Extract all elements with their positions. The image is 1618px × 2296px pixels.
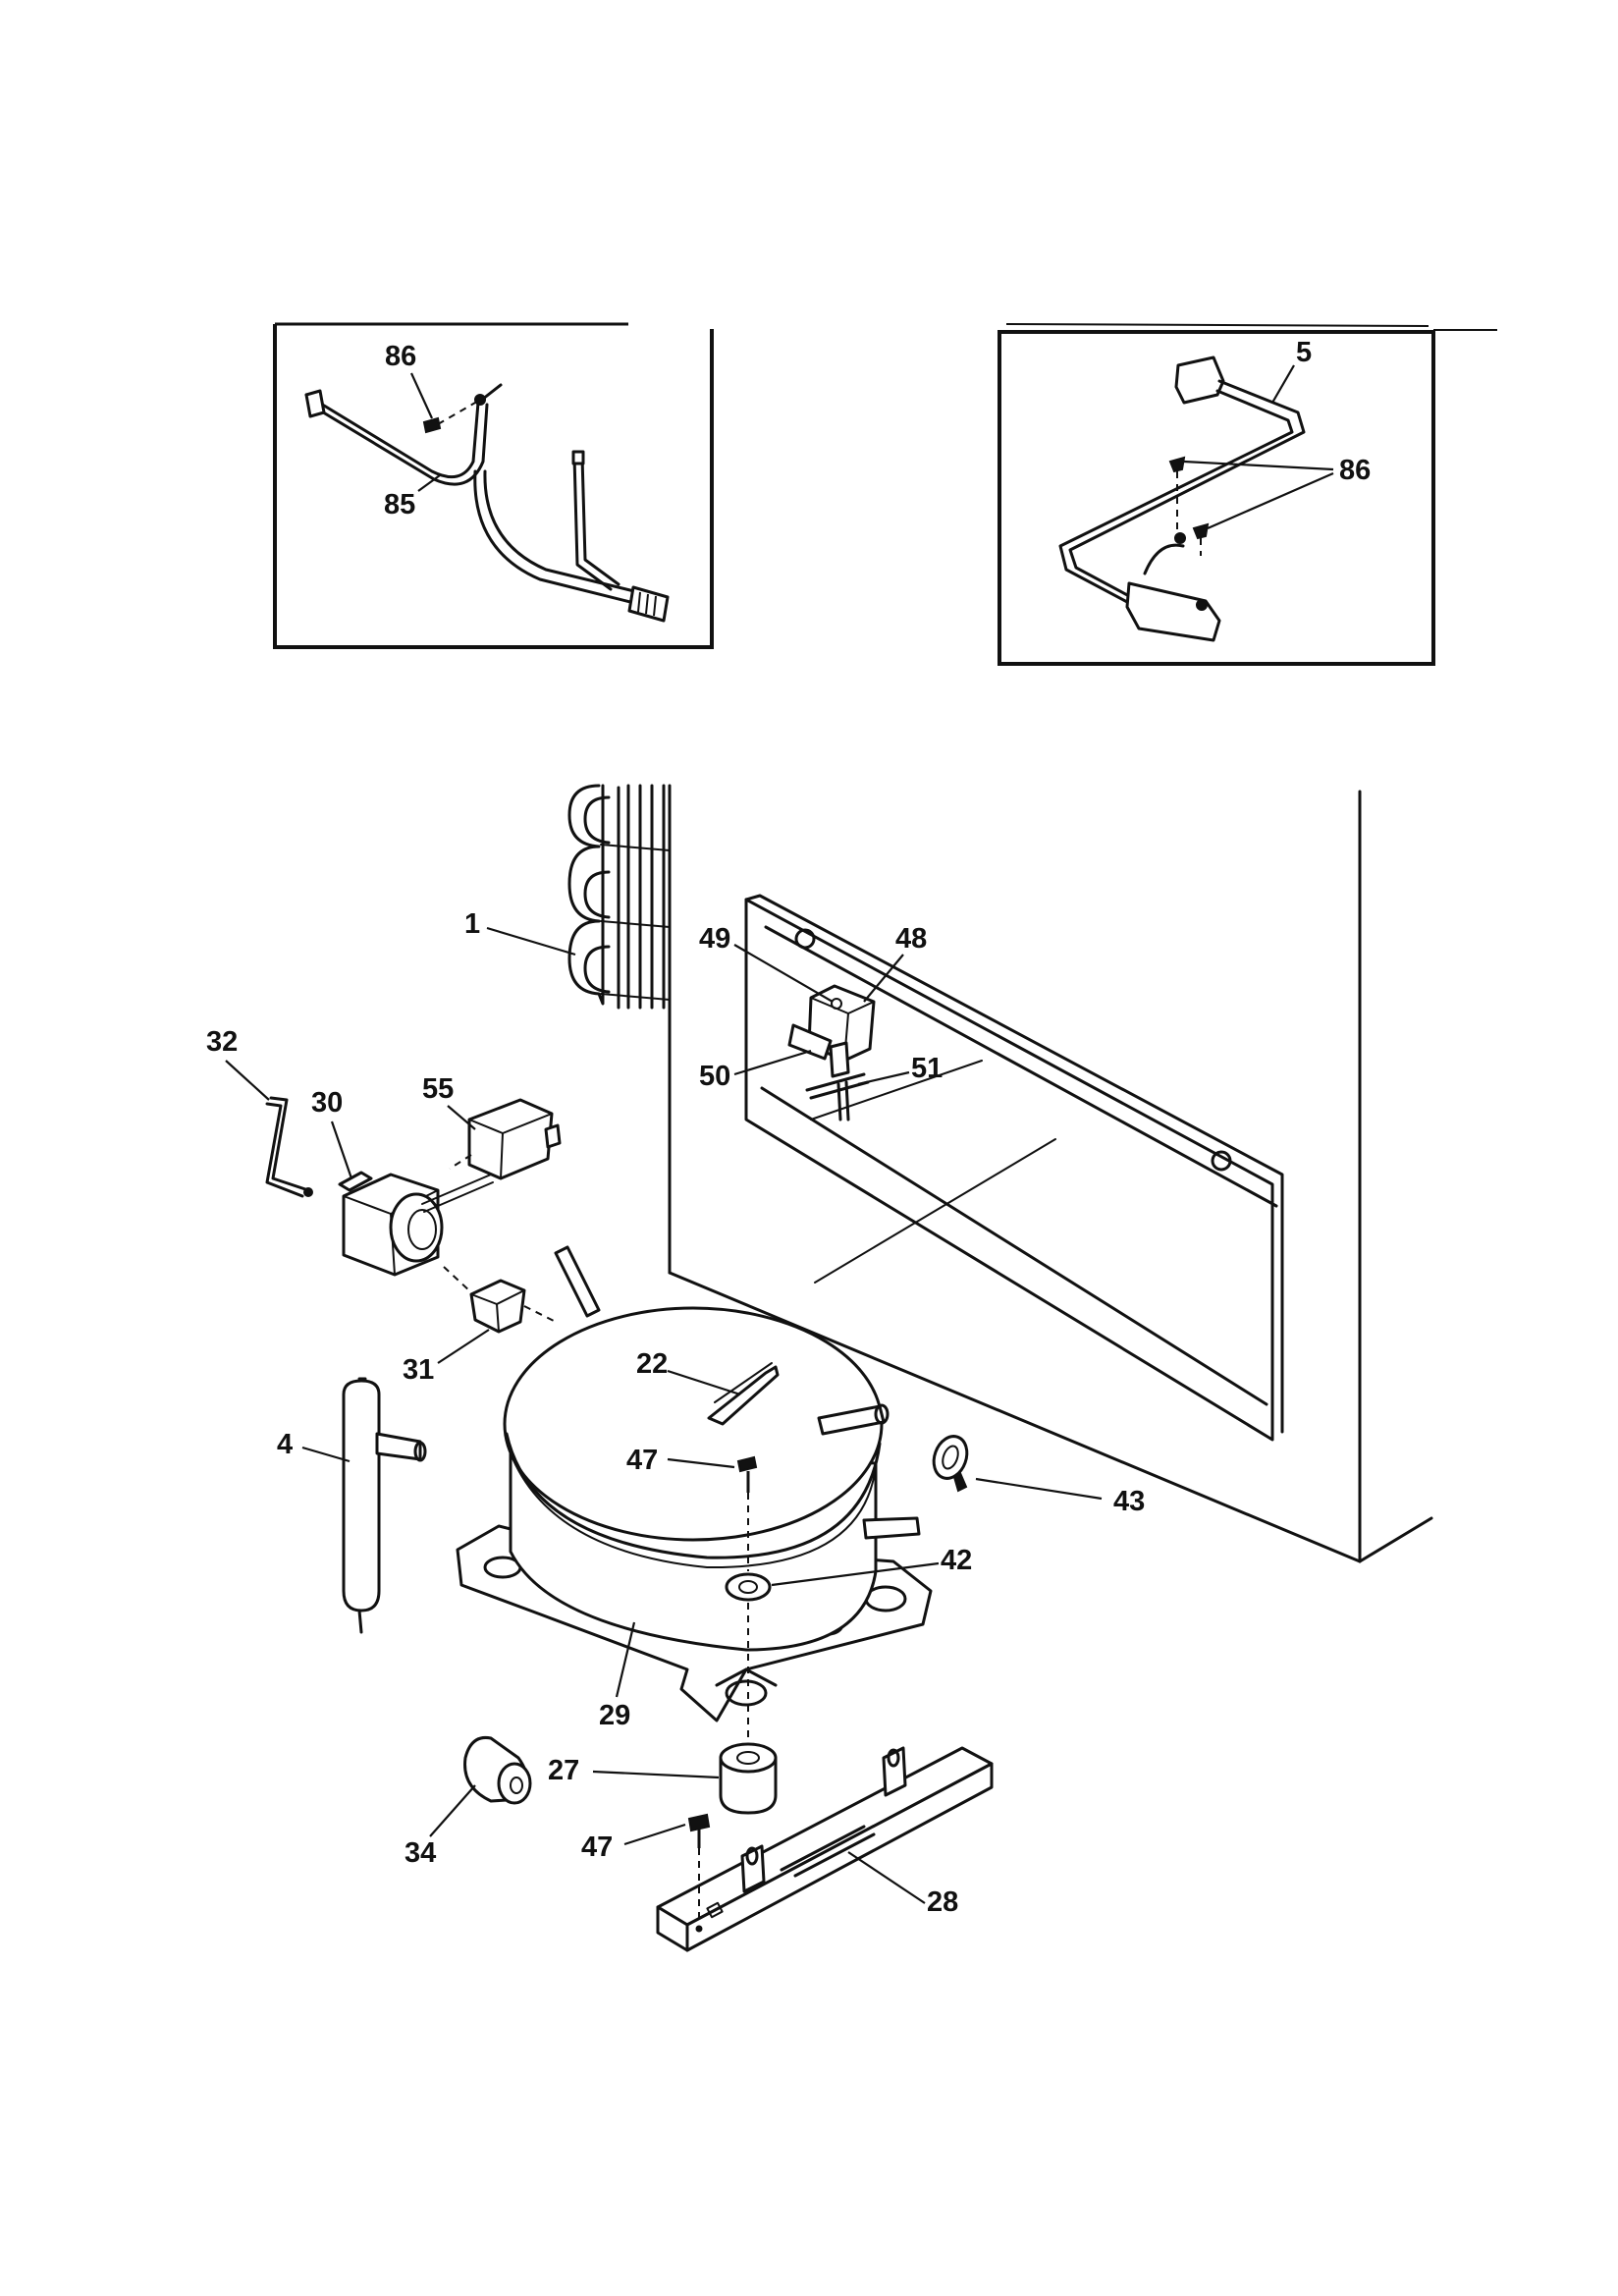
bumper-34 <box>463 1735 532 1805</box>
cabinet-opening <box>744 898 1274 1442</box>
harness-grommet <box>474 394 486 406</box>
cover-55 <box>449 1098 562 1180</box>
harness-sensor-block <box>1125 581 1221 642</box>
callout-86-right: 86 <box>1339 455 1371 486</box>
grommet-27 <box>719 1742 778 1815</box>
callout-49: 49 <box>699 923 730 955</box>
washer-42 <box>725 1572 772 1602</box>
valve-assembly <box>787 984 876 1121</box>
screw-47-top <box>736 1455 758 1758</box>
callout-4: 4 <box>277 1429 293 1460</box>
compressor-stub-lower <box>862 1516 921 1540</box>
harness-connector-right <box>627 585 670 623</box>
callout-85: 85 <box>384 489 415 520</box>
overload-31 <box>443 1266 557 1334</box>
callout-55: 55 <box>422 1073 454 1105</box>
compressor-29 <box>456 1245 933 1722</box>
rail-28 <box>656 1746 994 1952</box>
inset-right: 5 86 <box>998 323 1497 666</box>
callout-22: 22 <box>636 1348 668 1380</box>
screw-86-right <box>1168 456 1210 556</box>
callout-51: 51 <box>911 1053 943 1084</box>
relay-30 <box>338 1171 494 1277</box>
callout-43: 43 <box>1113 1486 1145 1517</box>
cabinet <box>668 784 1433 1563</box>
harness-connector-left <box>304 389 326 418</box>
callout-34: 34 <box>404 1837 436 1869</box>
inset-right-frame <box>998 330 1435 666</box>
screw-86-left <box>422 402 476 434</box>
condenser-coil <box>567 784 671 1010</box>
clip-22 <box>707 1362 780 1426</box>
drier-4 <box>342 1377 427 1634</box>
callout-32: 32 <box>206 1026 238 1058</box>
drier-body <box>342 1379 381 1613</box>
callout-27: 27 <box>548 1755 579 1786</box>
harness-plug <box>1174 355 1225 405</box>
harness-end-terminal <box>571 450 585 465</box>
callout-28: 28 <box>927 1886 958 1918</box>
wire-harness-5 <box>1058 355 1306 642</box>
callout-30: 30 <box>311 1087 343 1119</box>
callout-42: 42 <box>941 1545 972 1576</box>
callout-5: 5 <box>1296 337 1312 368</box>
clip-32 <box>265 1096 313 1198</box>
valve-bracket <box>787 1023 833 1061</box>
wire-harness-85 <box>304 383 670 623</box>
inset-left: 86 85 <box>273 322 714 649</box>
callout-31: 31 <box>403 1354 434 1386</box>
callout-1: 1 <box>464 908 480 940</box>
callout-47-top: 47 <box>626 1445 658 1476</box>
screw-47-bottom <box>687 1813 711 1921</box>
callout-48: 48 <box>895 923 927 955</box>
inset-left-frame <box>273 324 714 649</box>
ring-clamp-43 <box>932 1435 969 1493</box>
callout-50: 50 <box>699 1061 730 1092</box>
callout-86-left: 86 <box>385 341 416 372</box>
callout-47-bottom: 47 <box>581 1831 613 1863</box>
callout-29: 29 <box>599 1700 630 1731</box>
